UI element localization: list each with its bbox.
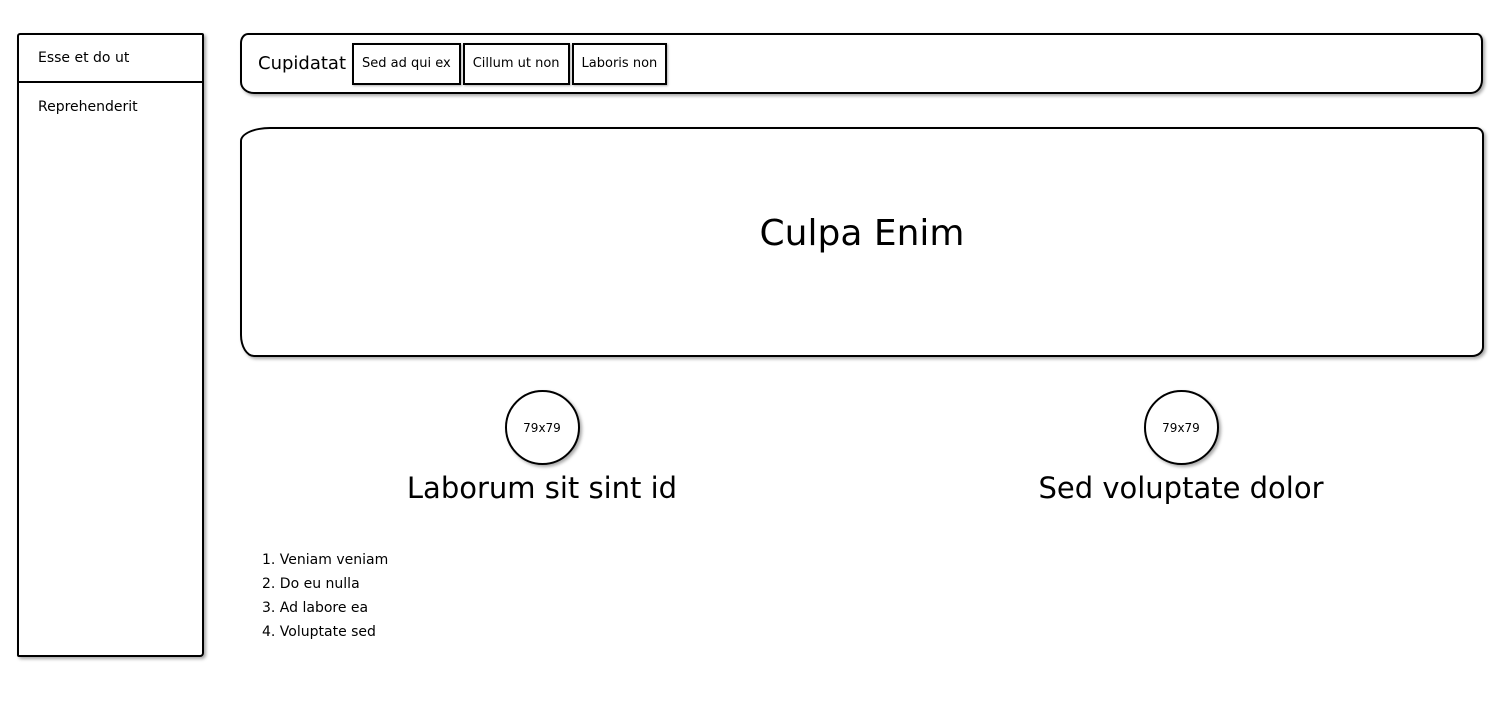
avatar-image-placeholder: 79x79 <box>504 390 580 465</box>
sidebar-item-reprehenderit[interactable]: Reprehenderit <box>38 99 138 115</box>
list-item: 1. Veniam veniam <box>262 552 389 568</box>
feature-card: 79x79 Laborum sit sint id <box>392 390 692 505</box>
nav-tab-cillum-ut-non[interactable]: Cillum ut non <box>462 43 570 85</box>
list-item: 4. Voluptate sed <box>262 624 376 640</box>
hero-title: Culpa Enim <box>759 213 965 254</box>
top-nav-bar: Cupidatat Sed ad qui ex Cillum ut non La… <box>240 33 1483 94</box>
list-item: 3. Ad labore ea <box>262 600 369 616</box>
sidebar-item-esse[interactable]: Esse et do ut <box>19 35 202 83</box>
list-item: 2. Do eu nulla <box>262 576 360 592</box>
brand-title[interactable]: Cupidatat <box>258 53 347 74</box>
nav-tabs: Sed ad qui ex Cillum ut non Laboris non <box>352 43 669 85</box>
feature-card: 79x79 Sed voluptate dolor <box>1031 390 1331 505</box>
nav-tab-laboris-non[interactable]: Laboris non <box>571 43 668 85</box>
feature-title: Laborum sit sint id <box>406 471 678 505</box>
avatar-image-placeholder: 79x79 <box>1143 390 1219 465</box>
feature-title: Sed voluptate dolor <box>1038 471 1324 505</box>
ordered-list: 1. Veniam veniam 2. Do eu nulla 3. Ad la… <box>262 548 388 644</box>
hero-panel: Culpa Enim <box>240 127 1484 357</box>
nav-tab-sed-ad-qui-ex[interactable]: Sed ad qui ex <box>352 43 461 85</box>
sidebar: Esse et do ut Reprehenderit <box>17 33 204 657</box>
